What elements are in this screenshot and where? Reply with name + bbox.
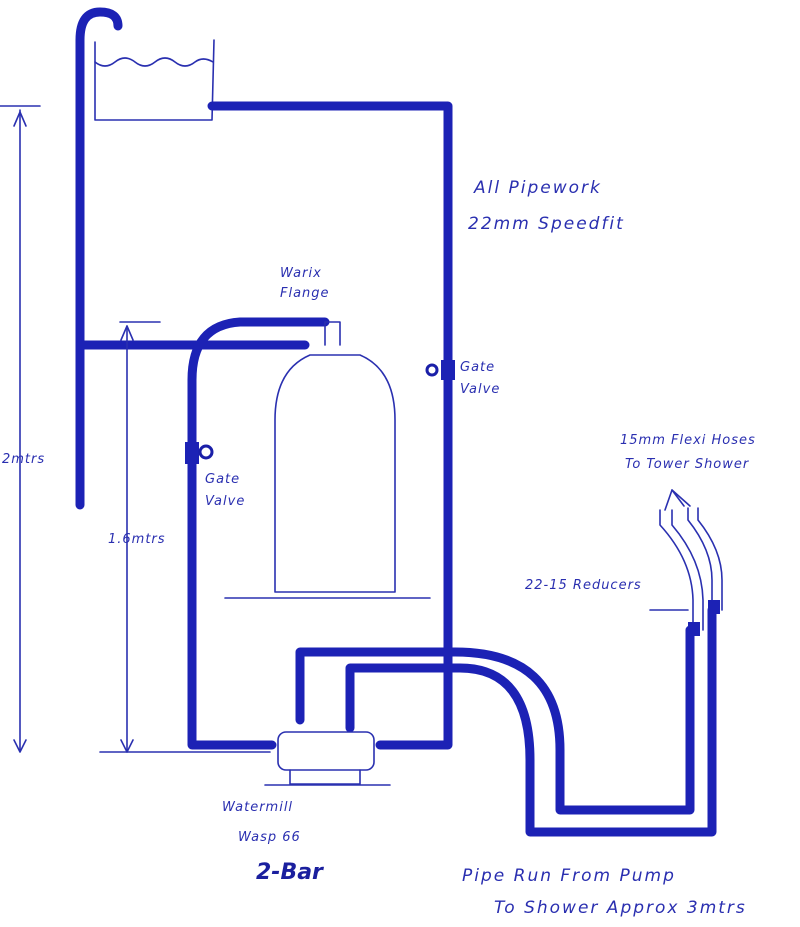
- gate-valve-right-label-1: Gate: [460, 360, 496, 375]
- flexi-hoses: [659, 489, 723, 636]
- gate-valve-right-icon: [425, 360, 455, 380]
- dimension-2m: [0, 105, 41, 753]
- pump-label-2: Wasp 66: [238, 830, 301, 845]
- pump-label-3: 2-Bar: [256, 860, 323, 885]
- dimension-1-6m: [99, 321, 271, 753]
- gate-valve-right-label-2: Valve: [460, 382, 501, 397]
- vent-pipe: [75, 7, 123, 510]
- pipework-note-1: All Pipework: [474, 178, 602, 198]
- flange-label-1: Warix: [280, 266, 322, 281]
- cylinder-return-pipe: [187, 317, 330, 750]
- gate-valve-left-label-2: Valve: [205, 494, 246, 509]
- gate-valve-left-label-1: Gate: [205, 472, 241, 487]
- pump-body: [264, 731, 391, 786]
- height-total-label: 2mtrs: [2, 452, 46, 467]
- pump-outlet-2: [345, 605, 717, 837]
- height-inner-label: 1.6mtrs: [108, 532, 166, 547]
- header-tank: [94, 39, 215, 121]
- flange-label-2: Flange: [280, 286, 330, 301]
- pump-label-1: Watermill: [222, 800, 294, 815]
- flexi-hoses-label-2: To Tower Shower: [625, 457, 750, 472]
- gate-valve-left-icon: [185, 442, 214, 464]
- pipe-run-label-2: To Shower Approx 3mtrs: [494, 898, 747, 918]
- flexi-hoses-label-1: 15mm Flexi Hoses: [620, 433, 756, 448]
- pipe-run-label-1: Pipe Run From Pump: [462, 866, 676, 886]
- tank-outlet-pipe: [207, 101, 453, 750]
- pump-outlet-1: [295, 625, 695, 815]
- pipework-note-2: 22mm Speedfit: [468, 214, 625, 234]
- cylinder-vessel: [224, 321, 431, 599]
- reducers-label: 22-15 Reducers: [525, 578, 642, 593]
